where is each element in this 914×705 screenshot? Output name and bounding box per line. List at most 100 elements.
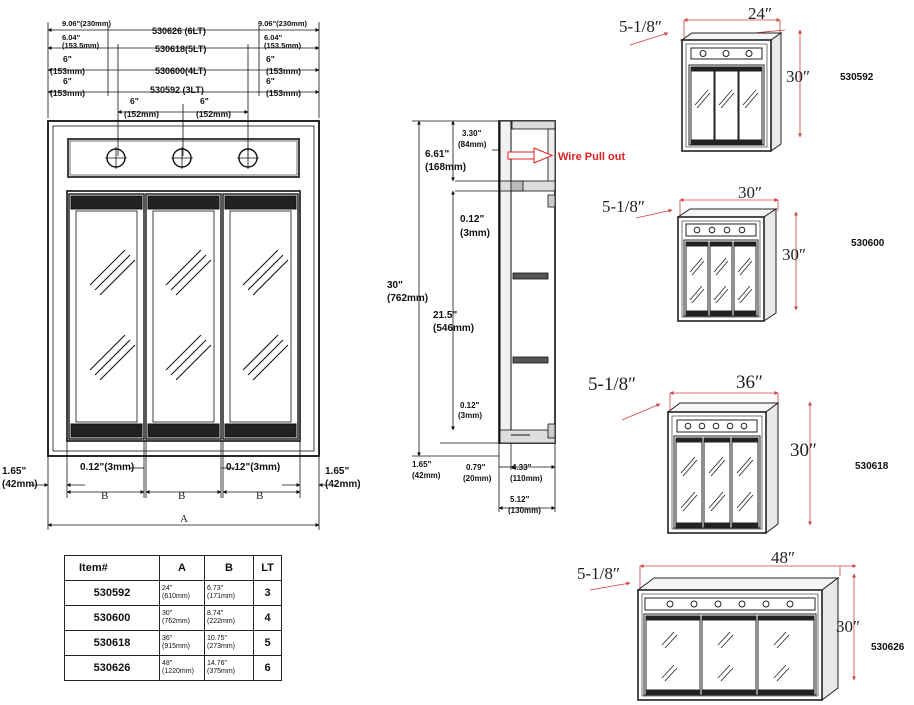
cell-item: 530600 xyxy=(64,605,160,631)
table-row: 530600 30" (762mm) 8.74" (222mm) 4 xyxy=(64,605,282,631)
table-row: 530592 24" (610mm) 6.73" (171mm) 3 xyxy=(64,580,282,606)
model-530626-depth: 5-1/8″ xyxy=(577,564,620,583)
label-a: A xyxy=(180,513,188,525)
table-row: 530618 36" (915mm) 10.75" (273mm) 5 xyxy=(64,630,282,656)
spacing-left-line1: 6" xyxy=(130,96,139,106)
total-height-line1: 30" xyxy=(387,280,403,291)
cell-b: 6.73" (171mm) xyxy=(204,580,254,606)
dim-5lt-right-line1: 6.04" xyxy=(264,33,283,42)
front-cabinet xyxy=(47,120,320,457)
table-header-b: B xyxy=(204,555,254,581)
dim-4lt-label: 530600(4LT) xyxy=(155,66,206,76)
model-530626-item: 530626 xyxy=(871,642,905,653)
spacing-right-line2: (152mm) xyxy=(196,109,231,119)
dim-3lt-left-line2: (153mm) xyxy=(50,88,85,98)
total-depth-line1: 5.12" xyxy=(510,495,530,504)
model-530600-view xyxy=(635,198,798,322)
bottom-right-margin-line2: (42mm) xyxy=(325,479,361,490)
door-depth-line2: (20mm) xyxy=(463,474,492,483)
table-header-row: Item# A B LT xyxy=(64,555,282,581)
door-height-line1: 21.5" xyxy=(433,310,457,321)
dim-3lt-right-line1: 6" xyxy=(266,76,275,86)
dim-6lt-label: 530626 (6LT) xyxy=(152,26,206,36)
dim-3lt-right-line2: (153mm) xyxy=(266,88,301,98)
cell-b-text: 14.76" (375mm) xyxy=(207,660,236,675)
model-530600-height: 30″ xyxy=(782,245,806,264)
dim-5lt-left-line2: (153.5mm) xyxy=(62,41,100,50)
model-530626-height: 30″ xyxy=(836,617,860,636)
bottom-gap-line1: 0.12" xyxy=(460,401,480,410)
gap-right-label: 0.12"(3mm) xyxy=(226,462,280,473)
model-530592-view xyxy=(629,18,802,152)
cell-item: 530618 xyxy=(64,630,160,656)
cell-b-text: 10.75" (273mm) xyxy=(207,635,236,650)
model-530626-view xyxy=(589,564,857,701)
cell-a-text: 24" (610mm) xyxy=(162,585,191,600)
gap-left-label: 0.12"(3mm) xyxy=(80,462,134,473)
dim-6lt-right: 9.06"(230mm) xyxy=(258,19,308,28)
table-row: 530626 48" (1220mm) 14.76" (375mm) 6 xyxy=(64,655,282,681)
side-cabinet xyxy=(498,120,556,444)
cell-a: 48" (1220mm) xyxy=(159,655,205,681)
dim-4lt-right-line1: 6" xyxy=(266,54,275,64)
bottom-left-margin-line1: 1.65" xyxy=(2,466,26,477)
model-530618-view xyxy=(621,391,812,534)
cell-b: 10.75" (273mm) xyxy=(204,630,254,656)
cell-b-text: 8.74" (222mm) xyxy=(207,610,236,625)
cell-lt: 6 xyxy=(253,655,282,681)
side-bottom-margin-line1: 1.65" xyxy=(412,460,432,469)
total-depth-line2: (130mm) xyxy=(508,506,541,515)
cell-a: 30" (762mm) xyxy=(159,605,205,631)
cell-a: 36" (915mm) xyxy=(159,630,205,656)
side-dimensions xyxy=(412,120,556,512)
total-height-line2: (762mm) xyxy=(387,293,428,304)
model-530618-height: 30″ xyxy=(790,440,817,461)
cell-lt: 4 xyxy=(253,605,282,631)
model-530592-width: 24″ xyxy=(748,4,772,23)
model-530618-depth: 5-1/8″ xyxy=(588,374,636,395)
dimension-table: Item# A B LT 530592 24" (610mm) 6.73" (1… xyxy=(64,555,282,681)
wire-pull-arrow xyxy=(507,147,554,164)
front-glass-reflections xyxy=(89,249,289,381)
dim-5lt-label: 530618(5LT) xyxy=(155,44,206,54)
body-depth-line2: (110mm) xyxy=(510,474,543,483)
front-bottom-dimensions xyxy=(30,441,337,530)
shelf-gap-line1: 0.12" xyxy=(460,214,484,225)
cell-b-text: 6.73" (171mm) xyxy=(207,585,236,600)
cell-lt: 5 xyxy=(253,630,282,656)
front-view: 9.06"(230mm) 530626 (6LT) 9.06"(230mm) 6… xyxy=(2,19,361,530)
wire-pull-label: Wire Pull out xyxy=(558,151,625,163)
model-530618-item: 530618 xyxy=(855,461,889,472)
top-depth-line2: (84mm) xyxy=(458,140,487,149)
spacing-right-line1: 6" xyxy=(200,96,209,106)
cell-item: 530592 xyxy=(64,580,160,606)
model-530600-depth: 5-1/8″ xyxy=(602,197,645,216)
top-depth-line1: 3.30" xyxy=(462,129,482,138)
side-bottom-margin-line2: (42mm) xyxy=(412,471,441,480)
dim-3lt-label: 530592 (3LT) xyxy=(150,85,204,95)
bottom-gap-line2: (3mm) xyxy=(458,411,482,420)
dim-4lt-left-line1: 6" xyxy=(63,54,72,64)
model-530600-item: 530600 xyxy=(851,238,885,249)
dim-4lt-right-line2: (153mm) xyxy=(266,66,301,76)
top-height-line2: (168mm) xyxy=(425,162,466,173)
cell-b: 14.76" (375mm) xyxy=(204,655,254,681)
dim-6lt-left: 9.06"(230mm) xyxy=(62,19,112,28)
model-530626-width: 48″ xyxy=(771,548,795,567)
model-530618-width: 36″ xyxy=(736,372,763,393)
front-doors xyxy=(68,193,299,440)
cell-b: 8.74" (222mm) xyxy=(204,605,254,631)
cell-a-text: 36" (915mm) xyxy=(162,635,191,650)
table-header-a: A xyxy=(159,555,205,581)
door-height-line2: (546mm) xyxy=(433,323,474,334)
bottom-right-margin-line1: 1.65" xyxy=(325,466,349,477)
dim-5lt-right-line2: (153.5mm) xyxy=(264,41,302,50)
door-depth-line1: 0.79" xyxy=(466,463,486,472)
cell-a-text: 48" (1220mm) xyxy=(162,660,194,675)
dim-5lt-left-line1: 6.04" xyxy=(62,33,81,42)
shelf-gap-line2: (3mm) xyxy=(460,228,490,239)
dim-4lt-left-line2: (153mm) xyxy=(50,66,85,76)
bottom-left-margin-line2: (42mm) xyxy=(2,479,38,490)
table-header-lt: LT xyxy=(253,555,282,581)
